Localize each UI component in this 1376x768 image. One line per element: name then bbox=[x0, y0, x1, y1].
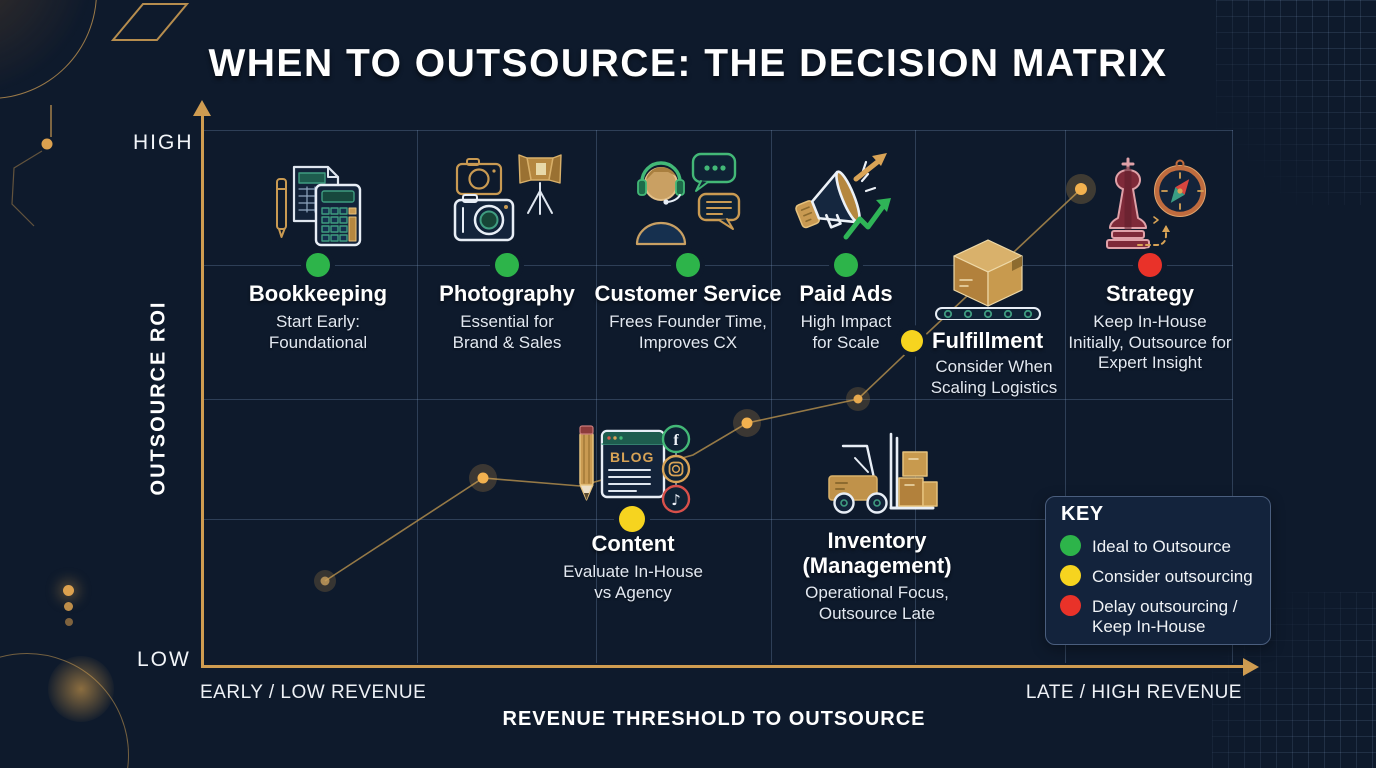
cell-title: Photography bbox=[439, 281, 575, 306]
cell-subtitle: Essential for Brand & Sales bbox=[452, 312, 562, 352]
status-dot-paid-ads bbox=[834, 253, 858, 277]
grid-line bbox=[771, 130, 772, 663]
support-agent-icon bbox=[635, 152, 741, 246]
grid-line bbox=[915, 130, 916, 663]
legend-swatch-yellow bbox=[1060, 565, 1081, 586]
y-axis bbox=[201, 112, 204, 667]
trend-glow-dots bbox=[314, 174, 1096, 592]
x-axis-arrow-icon bbox=[1243, 658, 1259, 676]
cell-title: Inventory (Management) bbox=[802, 528, 952, 578]
chess-compass-icon bbox=[1106, 157, 1206, 249]
decor-dot bbox=[65, 618, 73, 626]
cell-subtitle: High Impact for Scale bbox=[800, 312, 892, 352]
cell-title: Fulfillment bbox=[932, 328, 1044, 353]
cell-title: Strategy bbox=[1105, 281, 1195, 306]
cell-title: Paid Ads bbox=[799, 281, 893, 306]
cell-subtitle: Start Early: Foundational bbox=[268, 312, 368, 352]
grid-line bbox=[203, 399, 1233, 400]
y-axis-arrow-icon bbox=[193, 100, 211, 116]
cell-subtitle: Operational Focus, Outsource Late bbox=[805, 583, 949, 623]
decor-dot bbox=[63, 585, 74, 596]
y-axis-low-label: LOW bbox=[137, 648, 191, 671]
facebook-icon: f bbox=[673, 432, 679, 449]
legend-label: Ideal to Outsource bbox=[1092, 537, 1231, 556]
tiktok-icon: ♪ bbox=[671, 491, 681, 509]
cell-subtitle: Frees Founder Time, Improves CX bbox=[609, 312, 767, 352]
cell-customer-service: Customer Service Frees Founder Time, Imp… bbox=[594, 281, 781, 353]
grid-line bbox=[1065, 130, 1066, 663]
status-dot-bookkeeping bbox=[306, 253, 330, 277]
decor-node-lines bbox=[11, 105, 53, 227]
grid-line bbox=[417, 130, 418, 663]
y-axis-high-label: HIGH bbox=[133, 131, 194, 154]
megaphone-growth-icon bbox=[795, 153, 891, 240]
grid-line bbox=[203, 519, 1233, 520]
status-dot-fulfillment bbox=[901, 330, 923, 352]
legend-label: Consider outsourcing bbox=[1092, 567, 1253, 586]
x-axis bbox=[201, 665, 1244, 668]
page-title: WHEN TO OUTSOURCE: THE DECISION MATRIX bbox=[208, 42, 1168, 85]
status-dot-customer-service bbox=[676, 253, 700, 277]
cell-content: Content Evaluate In-House vs Agency bbox=[558, 531, 708, 603]
calculator-document-icon bbox=[276, 165, 362, 247]
forklift-boxes-icon bbox=[828, 432, 938, 514]
x-axis-right-label: LATE / HIGH REVENUE bbox=[1025, 682, 1242, 703]
x-axis-left-label: EARLY / LOW REVENUE bbox=[200, 682, 427, 703]
cell-bookkeeping: Bookkeeping Start Early: Foundational bbox=[243, 281, 393, 353]
cell-photography: Photography Essential for Brand & Sales bbox=[437, 281, 577, 353]
grid-line bbox=[596, 130, 597, 663]
grid-line bbox=[203, 130, 1233, 131]
cell-subtitle: Consider When Scaling Logistics bbox=[930, 357, 1058, 397]
cell-strategy: Strategy Keep In-House Initially, Outsou… bbox=[1068, 281, 1233, 374]
legend-swatch-green bbox=[1060, 535, 1081, 556]
cell-title: Content bbox=[591, 531, 675, 556]
camera-lighting-icon bbox=[453, 154, 562, 242]
status-dot-content bbox=[619, 506, 645, 532]
blog-text: BLOG bbox=[610, 449, 654, 465]
cell-subtitle: Keep In-House Initially, Outsource for E… bbox=[1068, 312, 1232, 373]
status-dot-strategy bbox=[1138, 253, 1162, 277]
cell-fulfillment: Fulfillment Consider When Scaling Logist… bbox=[901, 328, 1079, 398]
decor-dot bbox=[64, 602, 73, 611]
decor-chevron-icon bbox=[110, 3, 190, 41]
grid-line bbox=[1232, 130, 1233, 663]
legend-label: Delay outsourcing / Keep In-House bbox=[1092, 597, 1238, 637]
legend-swatch-red bbox=[1060, 595, 1081, 616]
status-dot-photography bbox=[495, 253, 519, 277]
legend-title: KEY bbox=[1061, 503, 1104, 525]
x-axis-title: REVENUE THRESHOLD TO OUTSOURCE bbox=[502, 708, 926, 730]
grid-line bbox=[203, 265, 1233, 266]
blog-social-icon: BLOG f ♪ bbox=[579, 424, 691, 514]
cell-subtitle: Evaluate In-House vs Agency bbox=[563, 562, 703, 602]
instagram-icon bbox=[668, 461, 684, 477]
decor-glow-bottom-left bbox=[48, 656, 114, 722]
cell-title: Bookkeeping bbox=[248, 281, 388, 306]
box-conveyor-icon bbox=[935, 239, 1041, 320]
cell-paid-ads: Paid Ads High Impact for Scale bbox=[791, 281, 901, 353]
cell-title: Customer Service bbox=[594, 281, 782, 306]
legend-panel bbox=[1045, 496, 1271, 645]
cell-inventory: Inventory (Management) Operational Focus… bbox=[785, 528, 970, 625]
